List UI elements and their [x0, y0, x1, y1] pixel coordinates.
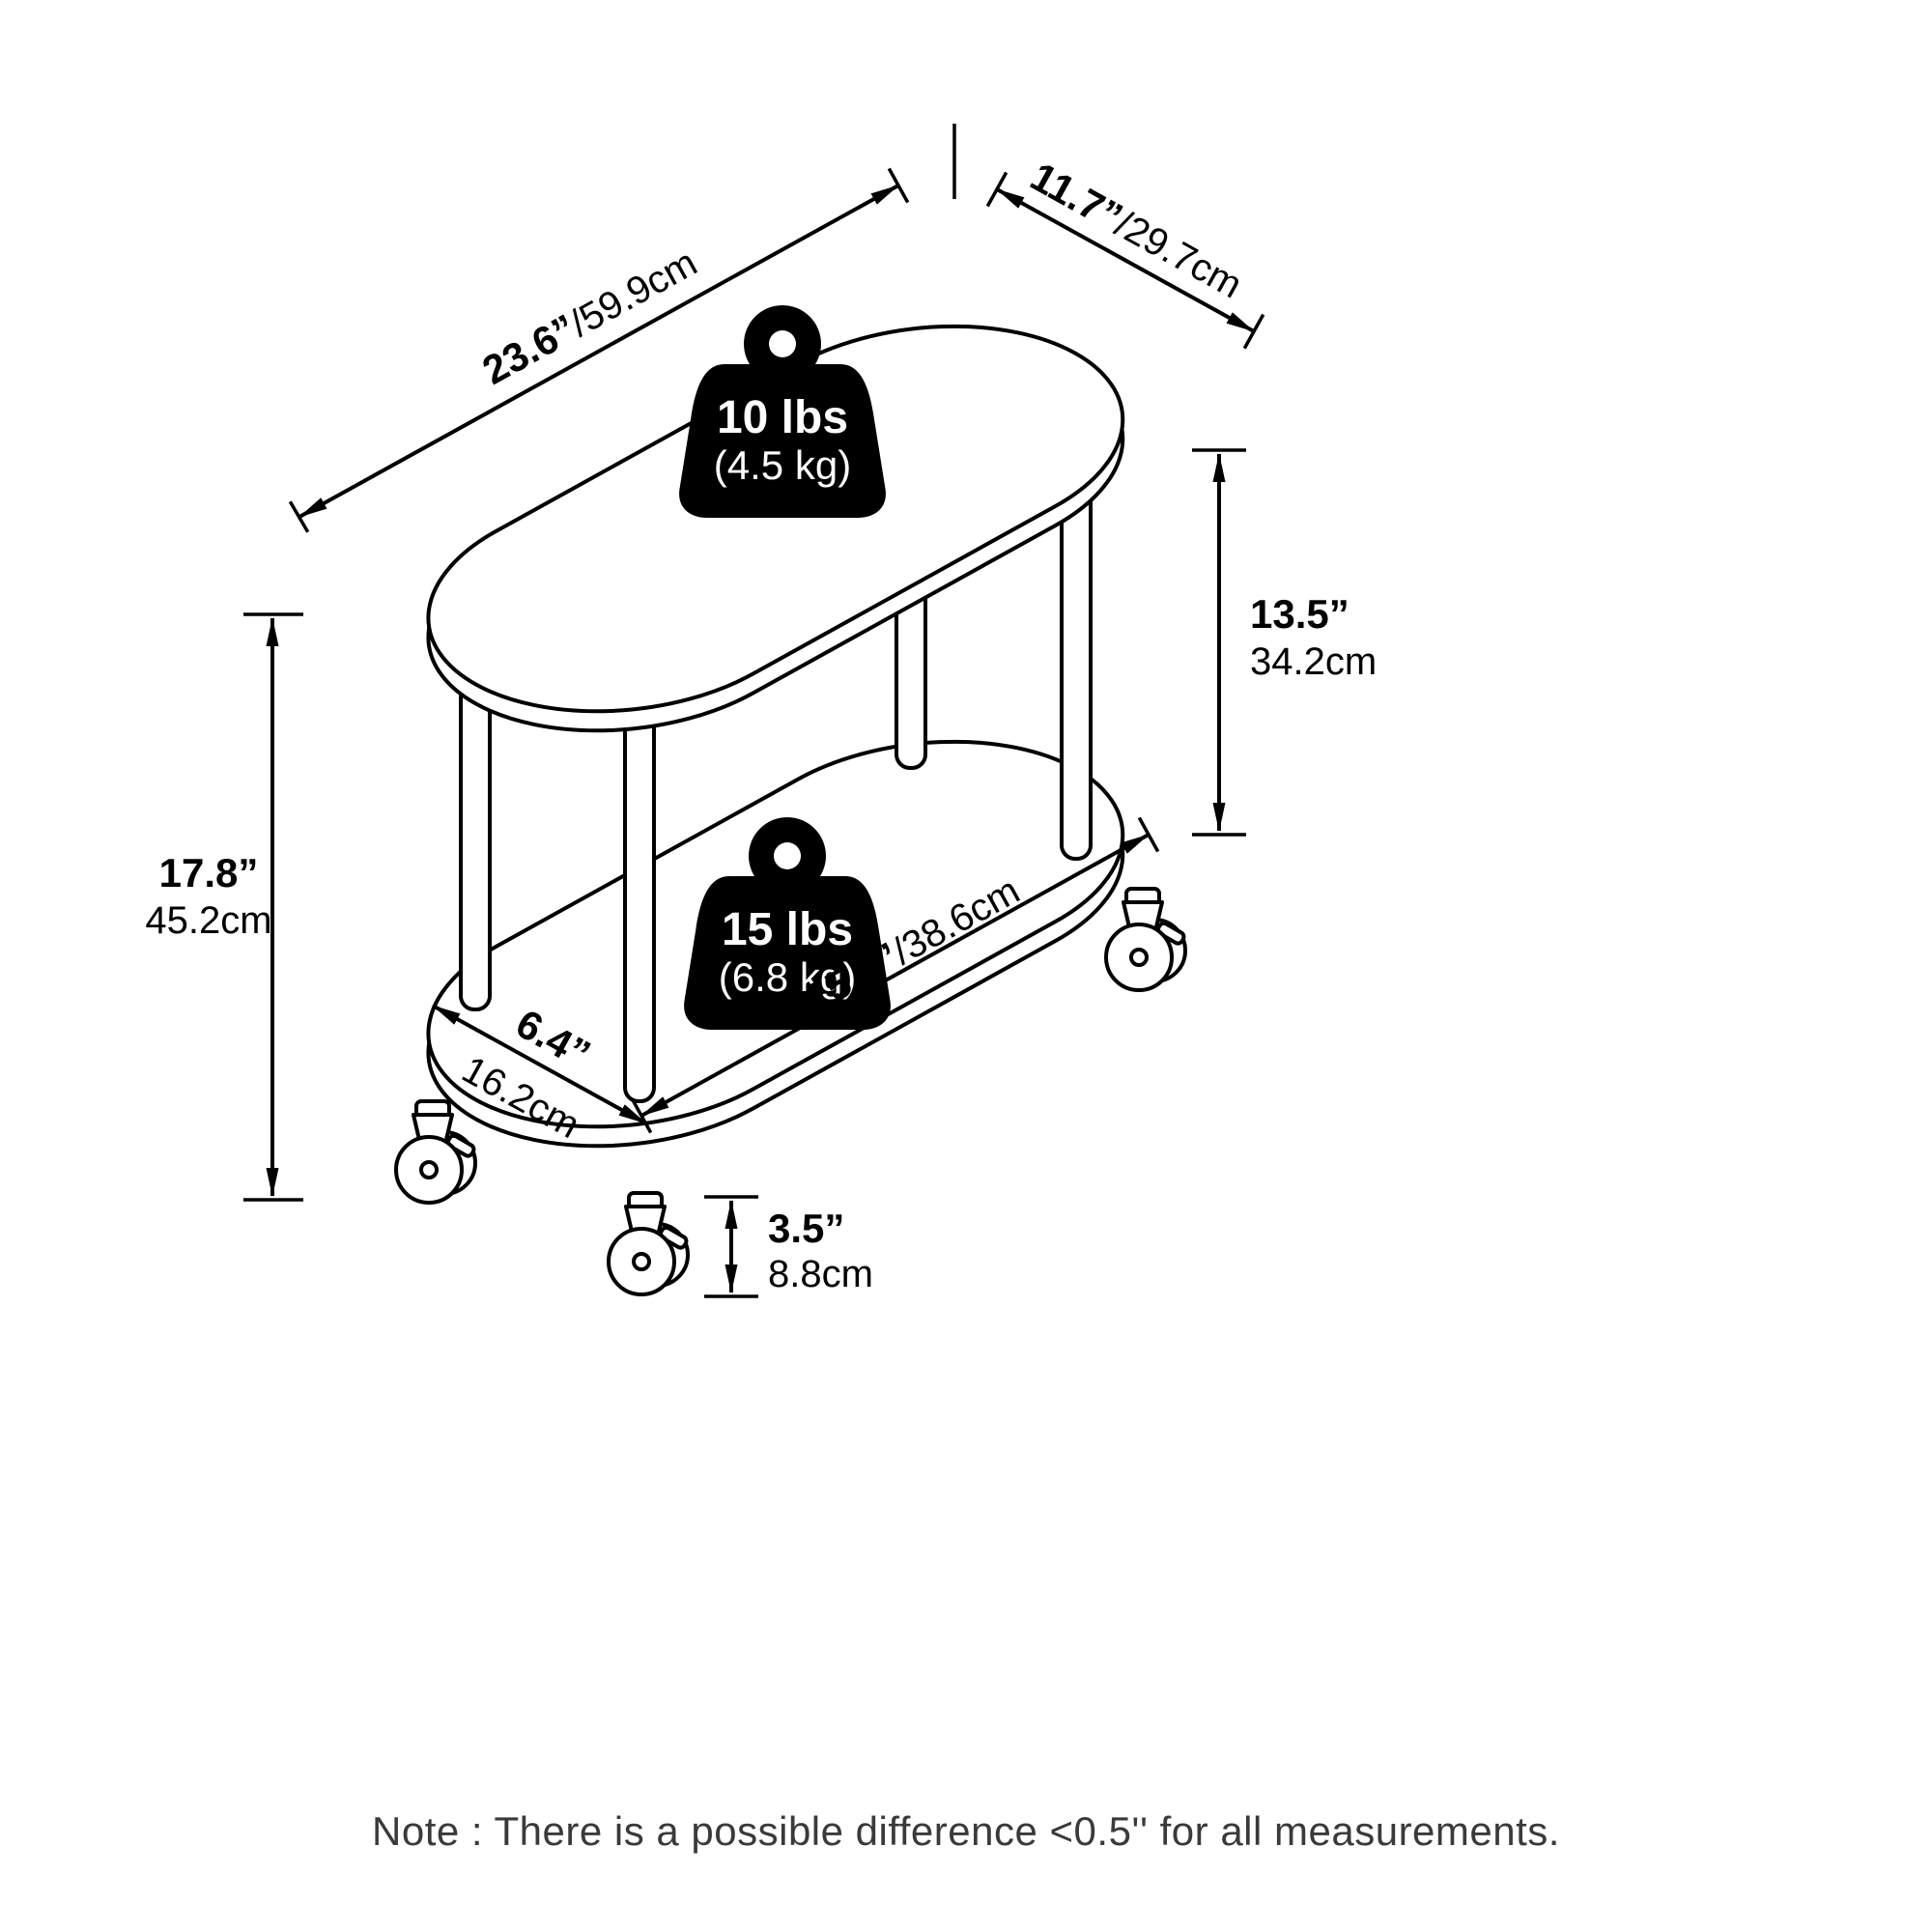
dim-shelf-length-line [640, 833, 1150, 1118]
dim-top-depth-tick-end [1242, 313, 1265, 350]
dim-shelf-depth-line [432, 1004, 647, 1125]
dim-caster-height-label-cm: 8.8cm [768, 1253, 873, 1295]
top-capacity-metric: (4.5 kg) [714, 442, 851, 488]
dim-top-length-tick-start [288, 500, 310, 533]
top-capacity-weight: 10 lbs [717, 392, 848, 443]
pole-front-left [623, 684, 656, 1103]
dim-height-label-in: 17.8” [159, 850, 259, 895]
dim-clearance-label-cm: 34.2cm [1250, 640, 1377, 683]
dim-height-label-cm: 45.2cm [145, 899, 271, 942]
dim-top-depth-label: 11.7”/29.7cm [1023, 154, 1250, 307]
caster-front [607, 1191, 691, 1296]
dim-top-depth-line [996, 187, 1255, 333]
measurement-note: Note : There is a possible difference <0… [372, 1808, 1560, 1854]
dim-clearance-label-in: 13.5” [1250, 591, 1350, 637]
dim-top-length-label: 23.6”/59.9cm [475, 239, 704, 393]
caster-left [394, 1099, 478, 1205]
shelf-capacity-weight: 15 lbs [722, 904, 853, 955]
dim-top-length-line [298, 184, 899, 519]
dim-caster-height-label-in: 3.5” [768, 1206, 844, 1251]
dim-shelf-length-tick-end [1137, 816, 1160, 853]
caster-right [1104, 887, 1188, 992]
dim-top-depth-tick-start [985, 171, 1009, 208]
dim-top-length-tick-end [887, 167, 910, 204]
